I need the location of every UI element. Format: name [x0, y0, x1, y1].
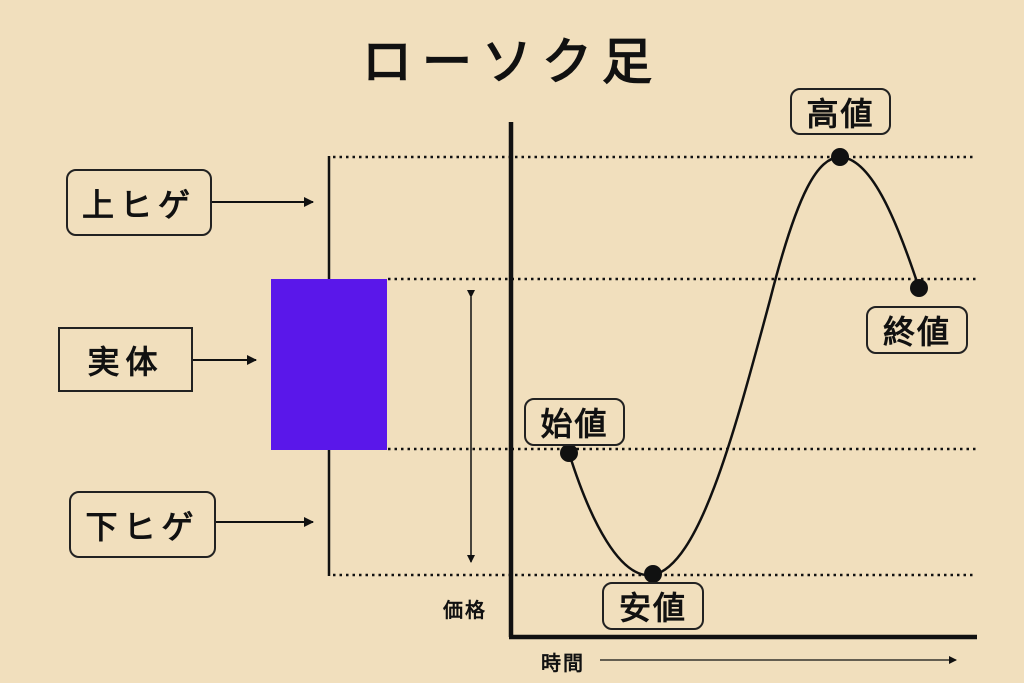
page-title: ローソク足 — [362, 33, 662, 91]
time-axis-label: 時間 — [541, 651, 585, 675]
close-label: 終値 — [866, 306, 968, 354]
close-point — [910, 279, 928, 297]
high-point — [831, 148, 849, 166]
price-curve — [567, 155, 921, 577]
open-label: 始値 — [524, 398, 625, 446]
high-label: 高値 — [790, 88, 891, 135]
body-label: 実体 — [58, 327, 193, 392]
lower-wick-label: 下ヒゲ — [69, 491, 216, 558]
candle-body — [271, 279, 387, 450]
price-axis-label: 価格 — [443, 598, 487, 622]
low-label: 安値 — [602, 582, 704, 630]
low-point — [644, 565, 662, 583]
upper-wick-label: 上ヒゲ — [66, 169, 212, 236]
open-point — [560, 444, 578, 462]
